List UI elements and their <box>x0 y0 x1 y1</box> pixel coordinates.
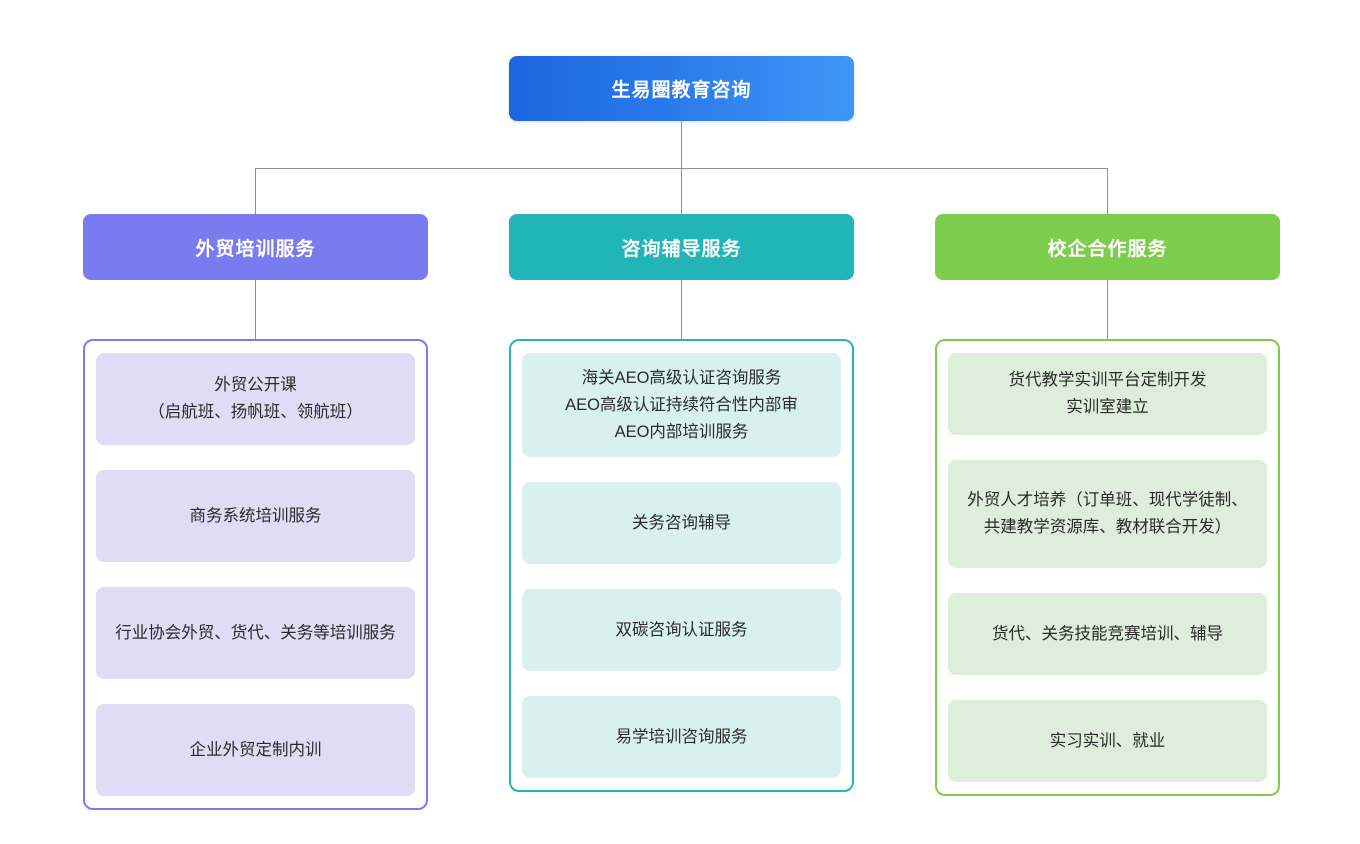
connector-branch-1-body <box>255 280 256 339</box>
branch-header-school-enterprise-cooperation[interactable]: 校企合作服务 <box>935 214 1280 280</box>
list-item[interactable]: 外贸公开课 （启航班、扬帆班、领航班） <box>96 353 415 445</box>
branch-school-enterprise-cooperation: 校企合作服务 货代教学实训平台定制开发 实训室建立 外贸人才培养（订单班、现代学… <box>935 214 1280 796</box>
list-item[interactable]: 海关AEO高级认证咨询服务 AEO高级认证持续符合性内部审 AEO内部培训服务 <box>522 353 841 457</box>
branch-body-school-enterprise-cooperation: 货代教学实训平台定制开发 实训室建立 外贸人才培养（订单班、现代学徒制、共建教学… <box>935 339 1280 796</box>
connector-drop-branch-3 <box>1107 168 1108 214</box>
list-item[interactable]: 易学培训咨询服务 <box>522 696 841 778</box>
branch-header-foreign-trade-training[interactable]: 外贸培训服务 <box>83 214 428 280</box>
list-item[interactable]: 货代、关务技能竞赛培训、辅导 <box>948 593 1267 675</box>
connector-drop-branch-2 <box>681 168 682 214</box>
list-item[interactable]: 双碳咨询认证服务 <box>522 589 841 671</box>
branch-body-foreign-trade-training: 外贸公开课 （启航班、扬帆班、领航班） 商务系统培训服务 行业协会外贸、货代、关… <box>83 339 428 810</box>
list-item[interactable]: 实习实训、就业 <box>948 700 1267 782</box>
connector-branch-2-body <box>681 280 682 339</box>
connector-root-stem <box>681 121 682 168</box>
list-item[interactable]: 货代教学实训平台定制开发 实训室建立 <box>948 353 1267 435</box>
branch-foreign-trade-training: 外贸培训服务 外贸公开课 （启航班、扬帆班、领航班） 商务系统培训服务 行业协会… <box>83 214 428 810</box>
list-item[interactable]: 行业协会外贸、货代、关务等培训服务 <box>96 587 415 679</box>
branch-body-consulting-coaching: 海关AEO高级认证咨询服务 AEO高级认证持续符合性内部审 AEO内部培训服务 … <box>509 339 854 792</box>
branch-header-consulting-coaching[interactable]: 咨询辅导服务 <box>509 214 854 280</box>
connector-drop-branch-1 <box>255 168 256 214</box>
branch-consulting-coaching: 咨询辅导服务 海关AEO高级认证咨询服务 AEO高级认证持续符合性内部审 AEO… <box>509 214 854 792</box>
list-item[interactable]: 关务咨询辅导 <box>522 482 841 564</box>
list-item[interactable]: 企业外贸定制内训 <box>96 704 415 796</box>
list-item[interactable]: 外贸人才培养（订单班、现代学徒制、共建教学资源库、教材联合开发） <box>948 460 1267 568</box>
list-item[interactable]: 商务系统培训服务 <box>96 470 415 562</box>
connector-branch-3-body <box>1107 280 1108 339</box>
root-node[interactable]: 生易圈教育咨询 <box>509 56 854 121</box>
